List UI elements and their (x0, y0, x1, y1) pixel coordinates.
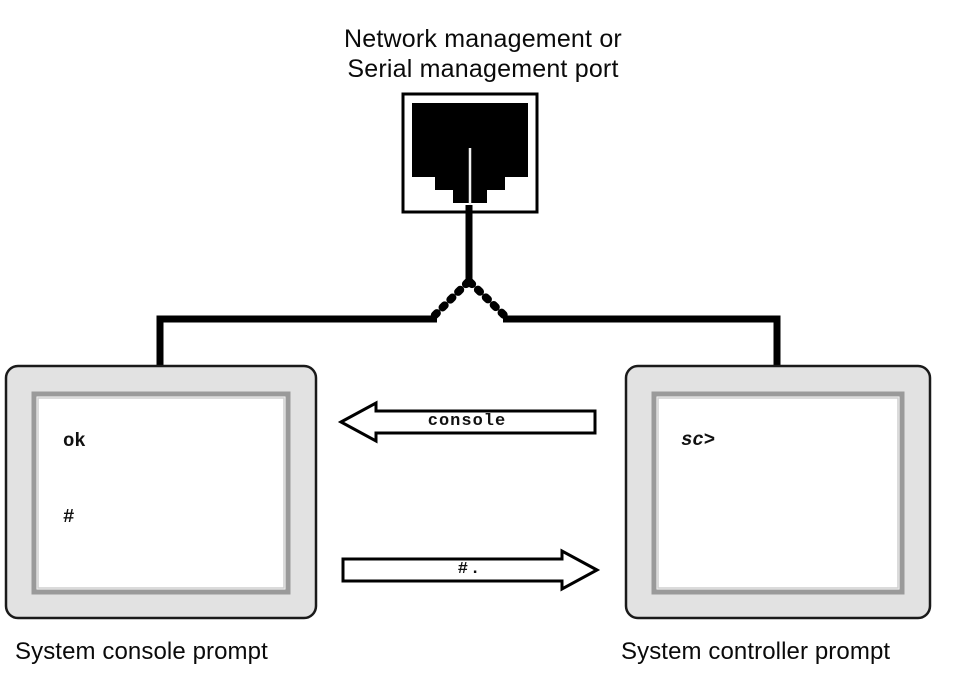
console-arrow-shape (337, 400, 597, 444)
cable-splitter (429, 278, 510, 321)
cable-branch-to-right-monitor (503, 315, 781, 366)
console-screen (37, 397, 285, 589)
escape-arrow-label: #. (457, 560, 483, 579)
cable-branch-to-left-monitor (156, 315, 437, 366)
monitor-system-controller (624, 364, 932, 620)
controller-prompt-sc: sc> (681, 429, 716, 451)
controller-screen (657, 397, 899, 589)
rj45-connector-icon (401, 92, 539, 214)
diagram-title-line-1: Network management or (344, 25, 622, 53)
diagram-title-line-2: Serial management port (347, 55, 619, 83)
console-prompt-hash: # (63, 506, 75, 528)
splitter-branch-right (466, 278, 510, 321)
splitter-branch-left (429, 278, 472, 321)
console-arrow-label: console (427, 412, 507, 431)
caption-system-controller: System controller prompt (621, 638, 891, 665)
console-prompt-ok: ok (63, 430, 86, 452)
monitor-system-console (4, 364, 318, 620)
escape-arrow-shape (341, 548, 601, 592)
splitter-apex-node (464, 278, 474, 288)
caption-system-console: System console prompt (15, 638, 268, 665)
